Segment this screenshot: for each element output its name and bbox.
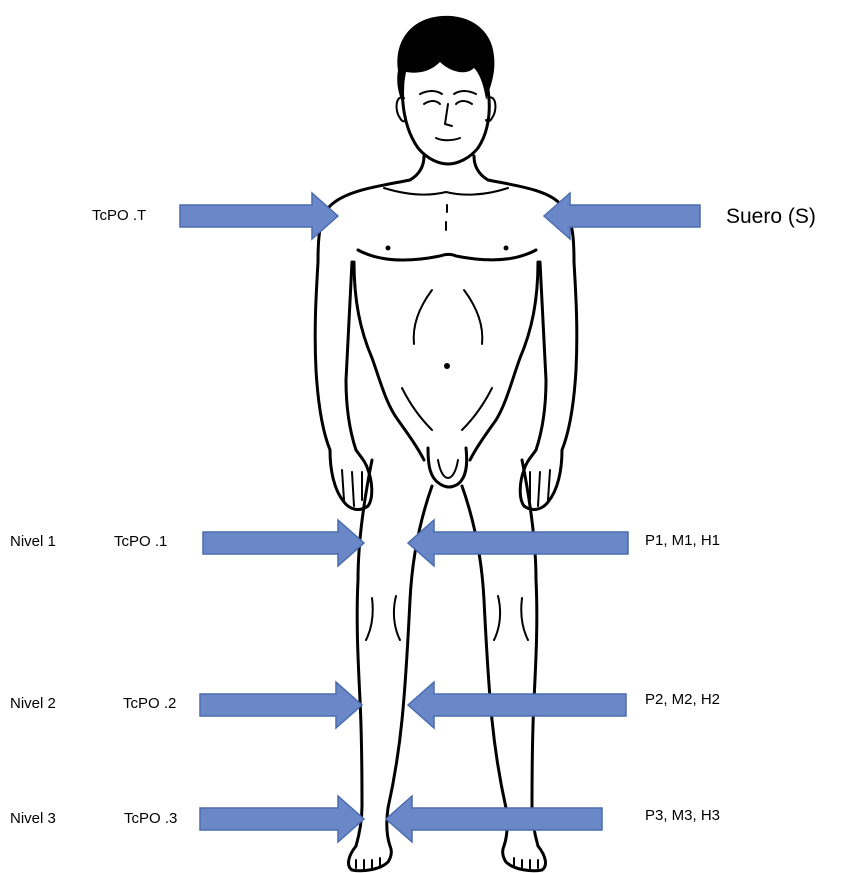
right-leg-outer [522,460,538,846]
navel [444,363,450,369]
torso-right-side [470,262,538,460]
nose [445,104,452,126]
left-knee [366,596,400,640]
right-eye [456,101,472,104]
label-level2-right: P2, M2, H2 [645,692,720,707]
arrow-torso-left [180,193,338,239]
right-nipple [504,246,509,251]
neck-left [410,156,424,180]
right-foot [503,846,546,871]
left-foot [349,846,392,871]
label-level2-left: TcPO .2 [123,696,176,711]
groin [428,448,467,487]
abdomen-right [464,290,482,344]
label-level1-right: P1, M1, H1 [645,533,720,548]
arrow-level3-left [200,796,364,842]
left-nipple [386,246,391,251]
mouth [436,138,460,140]
arrow-level3-right [386,796,602,842]
right-eyebrow [454,91,476,94]
left-eye [424,101,440,104]
arrow-torso-right [544,193,700,239]
arrow-level2-left [200,682,362,728]
hair [397,16,494,102]
right-hip-line [462,388,492,430]
arrow-level2-right [408,682,626,728]
right-hand-fingers [530,470,550,506]
abdomen-left [414,290,432,344]
left-hand-fingers [342,470,362,506]
label-level1-name: Nivel 1 [10,534,56,549]
label-level1-left: TcPO .1 [114,534,167,549]
groin-detail [438,460,458,478]
left-hip-line [402,388,432,430]
neck-right [474,156,488,180]
label-level3-left: TcPO .3 [124,811,177,826]
arrow-level1-right [408,520,628,566]
label-torso-left: TcPO .T [92,208,146,223]
chest-line [358,250,536,260]
human-figure [315,16,577,871]
right-knee [494,596,528,640]
label-level2-name: Nivel 2 [10,696,56,711]
clavicle [384,188,508,195]
left-eyebrow [420,91,442,94]
label-level3-name: Nivel 3 [10,811,56,826]
torso-left-side [354,262,424,460]
label-torso-right: Suero (S) [726,206,816,227]
arrows [180,193,700,842]
label-level3-right: P3, M3, H3 [645,808,720,823]
sternum [446,205,447,230]
left-leg-outer [356,460,372,846]
arrow-level1-left [203,520,364,566]
